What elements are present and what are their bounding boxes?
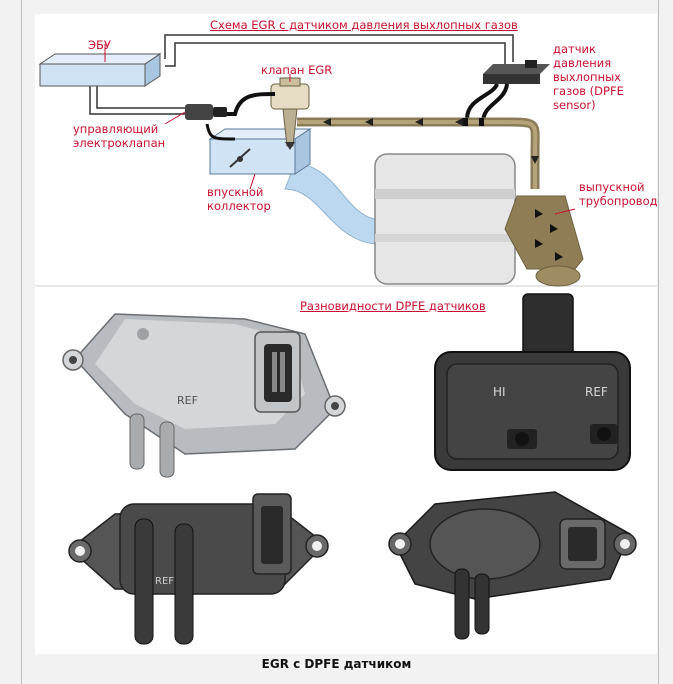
dpfe-sensor-block [483, 60, 550, 84]
wire-ecu-solenoid-2 [96, 84, 185, 109]
ecu-label: ЭБУ [88, 38, 111, 52]
sensor-photo-black-3 [388, 491, 637, 640]
right-border-line [658, 0, 659, 684]
exhaust-manifold [504, 195, 584, 287]
exhaust-label: выпускной трубопровод [579, 180, 657, 208]
label-leaders [104, 44, 576, 215]
dpfe-sensor-photos: REF HI REF REF [62, 293, 637, 645]
diagram-title: Схема EGR с датчиком давления выхлопных … [210, 18, 518, 32]
left-border-line [21, 0, 22, 684]
sensor2-hi-marking: HI [493, 385, 506, 399]
solenoid-label: управляющий электроклапан [73, 122, 166, 150]
figure-caption: EGR с DPFE датчиком [261, 657, 412, 671]
sensor1-ref-marking: REF [177, 394, 198, 407]
ecu-box [38, 53, 162, 87]
egr-valve-label: клапан EGR [261, 63, 333, 77]
wire-ecu-dpfe-2 [165, 42, 506, 67]
sensor-photo-silver [62, 313, 346, 478]
sensor3-ref-marking: REF [155, 576, 174, 587]
exhaust-gas-pipe-inner [297, 120, 538, 189]
illustration-frame: Схема EGR с датчиком давления выхлопных … [35, 14, 657, 654]
intake-label: впускной коллектор [207, 185, 271, 213]
sensor-photo-black-1 [434, 293, 631, 471]
dpfe-hose-1 [465, 83, 499, 120]
orifice-1 [463, 118, 468, 126]
sensor2-ref-marking: REF [585, 385, 608, 399]
flow-arrows [323, 118, 539, 164]
vacuum-hose-2 [205, 123, 236, 141]
sensor-photo-black-2 [68, 493, 329, 645]
photos-title: Разновидности DPFE датчиков [300, 299, 486, 313]
egr-diagram [35, 34, 657, 287]
wire-ecu-dpfe-1 [164, 34, 514, 62]
dpfe-sensor-label: датчик давления выхлопных газов (DPFE se… [553, 42, 624, 112]
wire-ecu-solenoid-1 [89, 84, 185, 115]
orifice-2 [479, 118, 484, 126]
vacuum-hose-1 [225, 92, 276, 116]
solenoid-valve [185, 104, 227, 120]
intake-manifold-box [208, 128, 312, 175]
